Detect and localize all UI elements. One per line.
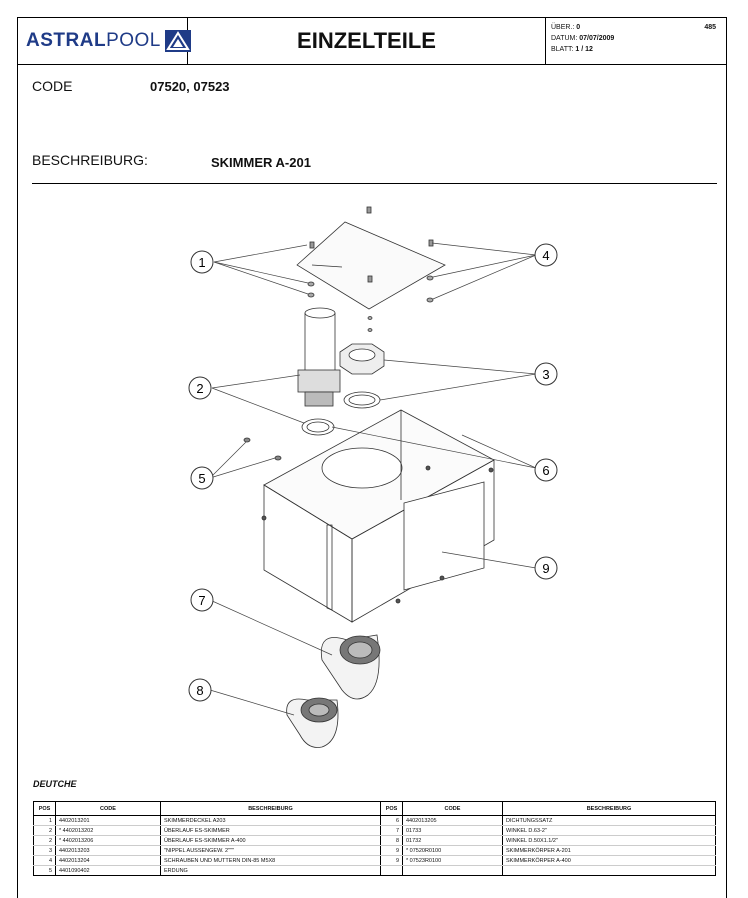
table-cell — [502, 865, 716, 876]
header-bar: ASTRALPOOL EINZELTEILE ÜBER.: 0 DATUM: 0… — [17, 17, 727, 65]
col-header-code: CODE — [402, 801, 503, 816]
col-header-code: CODE — [55, 801, 161, 816]
table-cell: SCHRAUBEN UND MUTTERN DIN-85 M5X8 — [160, 855, 381, 866]
exploded-view-drawing: 1 2 3 4 5 6 7 8 9 — [188, 206, 558, 748]
brand-logo: ASTRALPOOL — [18, 18, 191, 64]
svg-text:5: 5 — [198, 471, 205, 486]
table-cell: 6 — [380, 815, 403, 826]
callout-4: 4 — [534, 243, 558, 267]
table-cell: "NIPPEL AUSSENGEW. 2""" — [160, 845, 381, 856]
svg-text:7: 7 — [198, 593, 205, 608]
table-cell: 4401090402 — [55, 865, 161, 876]
callout-markers: 1 2 3 4 5 6 7 8 9 — [188, 243, 558, 702]
callout-9: 9 — [534, 556, 558, 580]
table-cell: SKIMMERDECKEL A203 — [160, 815, 381, 826]
svg-text:3: 3 — [542, 367, 549, 382]
table-cell: SKIMMERKÖRPER A-400 — [502, 855, 716, 866]
callout-8: 8 — [188, 678, 212, 702]
code-label: CODE — [32, 78, 73, 94]
table-cell: 4402013205 — [402, 815, 503, 826]
table-cell: 4402013203 — [55, 845, 161, 856]
col-header-description: BESCHREIBURG — [160, 801, 381, 816]
callout-3: 3 — [534, 362, 558, 386]
table-cell: ERDUNG — [160, 865, 381, 876]
lid-plate — [296, 221, 446, 310]
code-value: 07520, 07523 — [150, 79, 230, 94]
table-cell: 9 — [380, 845, 403, 856]
table-cell: DICHTUNGSSATZ — [502, 815, 716, 826]
table-cell: WINKEL D.63-2" — [502, 825, 716, 836]
svg-text:6: 6 — [542, 463, 549, 478]
table-cell: * 07520R0100 — [402, 845, 503, 856]
svg-text:8: 8 — [196, 683, 203, 698]
callout-5: 5 — [190, 466, 214, 490]
logo-triangle-icon — [164, 30, 191, 52]
frame-right — [726, 65, 727, 898]
table-cell: SKIMMERKÖRPER A-201 — [502, 845, 716, 856]
table-cell: 1 — [33, 815, 56, 826]
col-header-pos: POS — [33, 801, 56, 816]
table-cell: 7 — [380, 825, 403, 836]
divider-rule — [32, 183, 717, 184]
callout-1: 1 — [190, 250, 214, 274]
table-cell: 4 — [33, 855, 56, 866]
svg-text:4: 4 — [542, 248, 549, 263]
table-cell: 5 — [33, 865, 56, 876]
table-cell: 2 — [33, 825, 56, 836]
description-label: BESCHREIBURG: — [32, 152, 148, 168]
table-cell: 01732 — [402, 835, 503, 846]
col-header-description: BESCHREIBURG — [502, 801, 716, 816]
table-cell — [380, 865, 403, 876]
table-cell: * 07523R0100 — [402, 855, 503, 866]
table-cell: 01733 — [402, 825, 503, 836]
table-cell: WINKEL D.50X1.1/2" — [502, 835, 716, 846]
section-title: DEUTCHE — [33, 779, 77, 789]
table-cell: 4402013204 — [55, 855, 161, 866]
table-cell: 8 — [380, 835, 403, 846]
svg-text:9: 9 — [542, 561, 549, 576]
table-header-row: POS CODE BESCHREIBURG POS CODE BESCHREIB… — [33, 801, 716, 816]
table-cell — [402, 865, 503, 876]
table-cell: ÜBERLAUF ES-SKIMMER A-400 — [160, 835, 381, 846]
callout-2: 2 — [188, 376, 212, 400]
table-cell: * 4402013202 — [55, 825, 161, 836]
svg-text:2: 2 — [196, 381, 203, 396]
table-cell: ÜBERLAUF ES-SKIMMER — [160, 825, 381, 836]
document-title: EINZELTEILE — [188, 18, 546, 64]
col-header-pos: POS — [380, 801, 403, 816]
parts-table: POS CODE BESCHREIBURG POS CODE BESCHREIB… — [33, 801, 716, 876]
logo-text: ASTRALPOOL — [26, 30, 161, 51]
frame-left — [17, 65, 18, 898]
table-cell: 2 — [33, 835, 56, 846]
table-cell: 4402013201 — [55, 815, 161, 826]
table-cell: * 4402013206 — [55, 835, 161, 846]
table-cell: 3 — [33, 845, 56, 856]
svg-text:1: 1 — [198, 255, 205, 270]
page-number: 485 — [704, 24, 716, 31]
description-value: SKIMMER A-201 — [211, 155, 311, 170]
document-meta: ÜBER.: 0 DATUM: 07/07/2009 BLATT: 1 / 12… — [551, 24, 716, 53]
callout-7: 7 — [190, 588, 214, 612]
table-cell: 9 — [380, 855, 403, 866]
callout-6: 6 — [534, 458, 558, 482]
